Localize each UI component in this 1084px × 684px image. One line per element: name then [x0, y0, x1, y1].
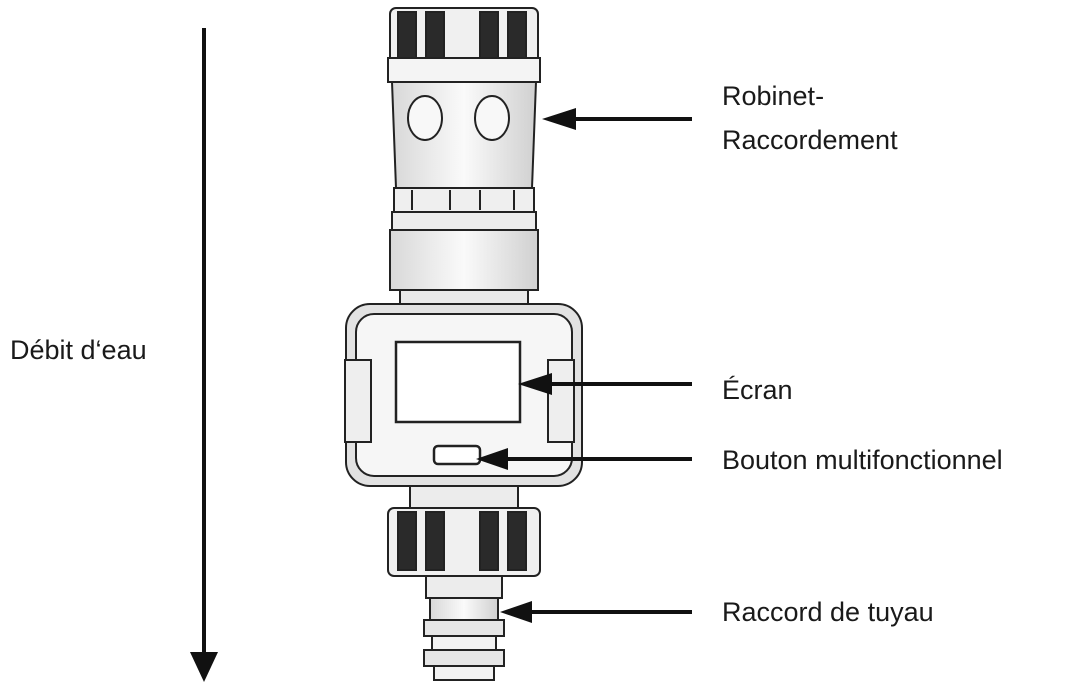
callout-arrow-tap-connection — [542, 108, 692, 130]
top-knurled-nut — [389, 7, 539, 65]
lcd-screen — [394, 340, 522, 424]
hose-connector-label: Raccord de tuyau — [722, 597, 934, 627]
flow-direction-arrow — [190, 28, 218, 682]
connector-neck — [389, 211, 539, 307]
callout-arrow-hose-connector — [500, 601, 692, 623]
tap-connection-label-line1: Robinet- — [722, 81, 825, 111]
multifunction-button — [432, 444, 482, 466]
bottom-knurled-nut — [387, 485, 541, 577]
multifunction-button-label: Bouton multifonctionnel — [722, 445, 1003, 475]
callout-arrow-button — [476, 448, 692, 470]
screen-label: Écran — [722, 375, 793, 405]
flow-direction-label: Débit d‘eau — [10, 335, 147, 365]
callout-arrow-screen — [518, 373, 692, 395]
tap-connection-label-line2: Raccordement — [722, 125, 898, 155]
tap-connection-coupler — [387, 57, 541, 213]
hose-connector — [423, 575, 505, 681]
